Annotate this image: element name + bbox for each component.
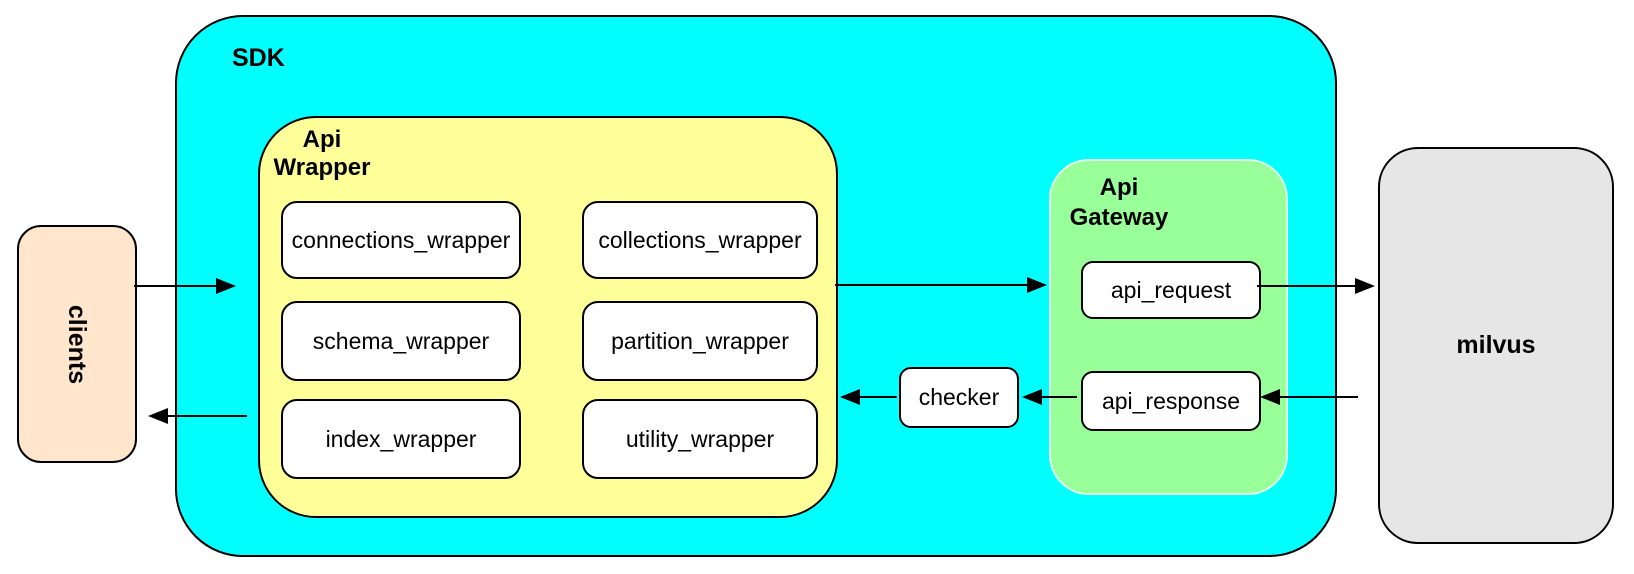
node-clients: clients <box>17 225 137 463</box>
node-utility-wrapper: utility_wrapper <box>582 399 818 479</box>
arrow-api-response-to-checker <box>1022 389 1077 405</box>
container-api-gateway: Api Gateway api_request api_response <box>1049 159 1288 495</box>
arrowhead-left-icon <box>148 408 168 424</box>
arrow-checker-to-api-wrapper <box>840 389 897 405</box>
node-partition-wrapper: partition_wrapper <box>582 301 818 381</box>
node-collections-wrapper: collections_wrapper <box>582 201 818 279</box>
arrowhead-left-icon <box>840 389 860 405</box>
utility-wrapper-label: utility_wrapper <box>625 425 775 452</box>
partition-wrapper-label: partition_wrapper <box>611 327 789 354</box>
node-index-wrapper: index_wrapper <box>281 399 521 479</box>
arrow-sdk-to-clients <box>148 408 247 424</box>
node-milvus: milvus <box>1378 147 1614 544</box>
container-api-wrapper: Api Wrapper connections_wrapper collecti… <box>258 116 838 518</box>
milvus-label: milvus <box>1456 331 1536 359</box>
arrowhead-left-icon <box>1260 389 1280 405</box>
node-api-response: api_response <box>1081 371 1261 431</box>
arrow-milvus-to-api-response <box>1260 389 1358 405</box>
arrowhead-left-icon <box>1022 389 1042 405</box>
arrow-clients-to-sdk <box>134 278 236 294</box>
arrowhead-right-icon <box>1027 277 1047 293</box>
api-response-label: api_response <box>1101 387 1241 414</box>
node-checker: checker <box>899 367 1019 428</box>
arrow-api-wrapper-to-api-gateway <box>835 277 1047 293</box>
checker-label: checker <box>918 384 1000 410</box>
container-sdk: SDK Api Wrapper connections_wrapper coll… <box>175 15 1337 557</box>
sdk-label: SDK <box>232 44 285 72</box>
collections-wrapper-label: collections_wrapper <box>598 226 802 253</box>
node-connections-wrapper: connections_wrapper <box>281 201 521 279</box>
arrow-api-request-to-milvus <box>1257 278 1375 294</box>
api-request-label: api_request <box>1110 276 1232 303</box>
node-api-request: api_request <box>1081 261 1261 319</box>
index-wrapper-label: index_wrapper <box>325 425 477 452</box>
schema-wrapper-label: schema_wrapper <box>312 327 490 354</box>
arrowhead-right-icon <box>1355 278 1375 294</box>
api-wrapper-label: Api Wrapper <box>273 126 371 181</box>
node-schema-wrapper: schema_wrapper <box>281 301 521 381</box>
api-gateway-label: Api Gateway <box>1069 174 1169 231</box>
arrowhead-right-icon <box>216 278 236 294</box>
clients-label: clients <box>63 304 92 384</box>
connections-wrapper-label: connections_wrapper <box>291 226 511 253</box>
